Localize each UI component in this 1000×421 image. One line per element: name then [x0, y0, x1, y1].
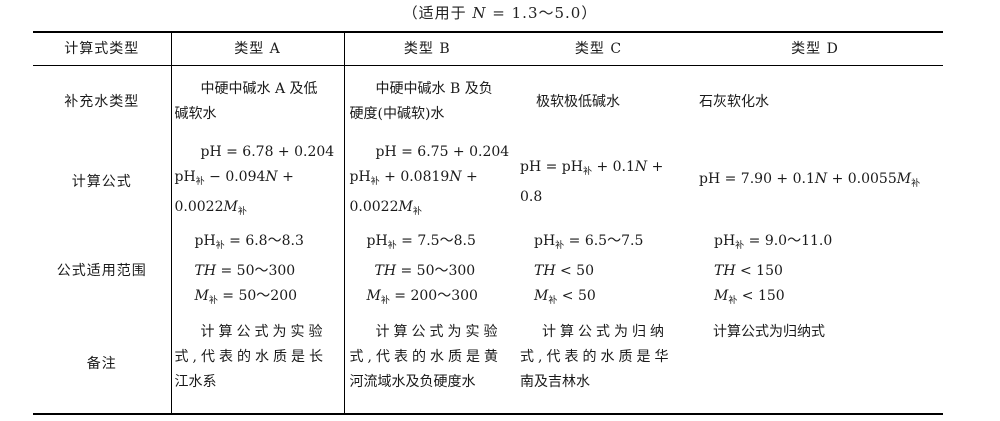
table-caption: （适用于 N = 1.3～5.0） [0, 2, 1000, 23]
cell-a: 计算公式为实验 式,代表的水质是长 江水系 [171, 316, 345, 414]
row-label: 计算公式 [33, 138, 172, 226]
cell-b: pH补 = 7.5～8.5 TH = 50～300 M补 = 200～300 [366, 232, 478, 306]
cell-c: pH补 = 6.5～7.5 TH < 50 M补 < 50 [534, 232, 644, 306]
table-row-water-type: 补充水类型 中硬中碱水 A 及低 碱软水 中硬中碱水 B 及负 硬度(中碱软)水… [33, 65, 943, 138]
header-type-b: 类型 B [344, 32, 510, 66]
cell-a: 中硬中碱水 A 及低 碱软水 [171, 65, 345, 138]
table-row-formula: 计算公式 pH = 6.78 + 0.204 pH补 − 0.094N + 0.… [33, 138, 943, 226]
cell-a: pH补 = 6.8～8.3 TH = 50～300 M补 = 50～200 [171, 226, 345, 316]
row-label: 公式适用范围 [33, 226, 172, 316]
cell-d: 计算公式为归纳式 [713, 324, 825, 340]
cell-c: 极软极低碱水 [536, 93, 620, 110]
cell-b: pH = 6.75 + 0.204 pH补 + 0.0819N + 0.0022… [349, 143, 510, 217]
caption-prefix: （适用于 [402, 4, 473, 22]
cell-a: pH = 6.78 + 0.204 pH补 − 0.094N + 0.0022M… [171, 138, 345, 226]
cell-d: pH补 = 9.0～11.0 TH < 150 M补 < 150 [714, 232, 833, 306]
formula-table: 计算式类型 类型 A 类型 B 类型 C 类型 D 补充水类型 中硬中碱水 A … [33, 31, 943, 415]
caption-variable: N [472, 4, 487, 22]
header-type-a: 类型 A [171, 32, 345, 66]
cell-c: 计算公式为归纳 式,代表的水质是华 南及吉林水 [520, 324, 673, 390]
caption-suffix: = 1.3～5.0） [486, 4, 598, 22]
header-row: 计算式类型 类型 A 类型 B 类型 C 类型 D [33, 32, 943, 66]
table-row-remarks: 备注 计算公式为实验 式,代表的水质是长 江水系 计算公式为实验 式,代表的水质… [33, 316, 943, 414]
cell-c: pH = pH补 + 0.1N + 0.8 [520, 158, 664, 205]
header-type-d: 类型 D [687, 32, 943, 66]
header-type-c: 类型 C [510, 32, 687, 66]
row-label: 补充水类型 [33, 65, 172, 138]
header-formula-type: 计算式类型 [33, 32, 172, 66]
table-row-range: 公式适用范围 pH补 = 6.8～8.3 TH = 50～300 M补 = 50… [33, 226, 943, 316]
cell-d: pH = 7.90 + 0.1N + 0.0055M补 [699, 171, 921, 189]
row-label: 备注 [33, 316, 172, 414]
cell-b: 中硬中碱水 B 及负 硬度(中碱软)水 [349, 81, 493, 122]
cell-b: 计算公式为实验 式,代表的水质是黄 河流域水及负硬度水 [349, 324, 502, 390]
cell-d: 石灰软化水 [699, 93, 769, 110]
